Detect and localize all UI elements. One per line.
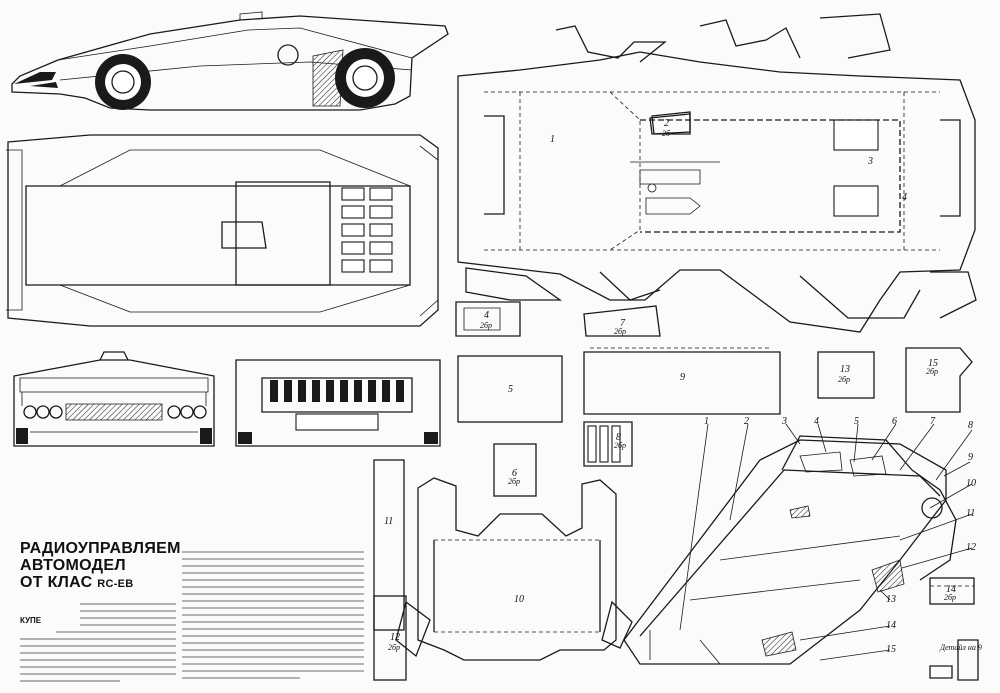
label-part-5: 5	[508, 384, 513, 395]
callout-4: 4	[814, 416, 819, 427]
callout-9: 9	[968, 452, 973, 463]
callout-1: 1	[704, 416, 709, 427]
label-part-8: 8	[616, 432, 621, 443]
title-class-code: RC-EB	[97, 578, 134, 590]
label-part-2: 2	[664, 118, 669, 129]
title-line-1: РАДИОУПРАВЛЯЕМ	[20, 540, 181, 557]
section-heading: КУПЕ	[20, 616, 42, 625]
label-part-3: 3	[867, 156, 873, 167]
label-part-12: 12	[390, 632, 400, 643]
label-part-7-qty: 2бр	[614, 327, 626, 336]
front-view	[13, 351, 215, 447]
small-parts	[373, 111, 979, 681]
label-part-15-qty: 2бр	[926, 367, 938, 376]
callout-14: 14	[886, 620, 896, 631]
label-part-6-qty: 2бр	[508, 477, 520, 486]
callout-11: 11	[966, 508, 975, 519]
label-part-6: 6	[512, 468, 517, 479]
label-part-8-qty: 2бр	[614, 441, 626, 450]
label-part-13: 13	[840, 364, 850, 375]
callout-12: 12	[966, 542, 976, 553]
callout-3: 3	[781, 416, 787, 427]
label-part-2-qty: 2б	[662, 129, 671, 138]
assembly-callouts: 1 2 3 4 5 6 7 8 9 10 11 12 13 14 15	[704, 416, 976, 655]
callout-15: 15	[886, 644, 896, 655]
assembly-view	[623, 423, 973, 665]
title-line-3: ОТ КЛАС	[20, 574, 93, 591]
label-part-12-qty: 2бр	[388, 643, 400, 652]
detail-caption: Детайл на 9	[939, 643, 982, 652]
text-column-1	[158, 560, 178, 561]
callout-13: 13	[886, 594, 896, 605]
article-title: РАДИОУПРАВЛЯЕМ АВТОМОДЕЛ ОТ КЛАС RC-EB	[20, 540, 181, 593]
part-labels: 1 2 2б 4 2бр 7 2бр 5 9 13 2бр 15 2бр 8 2…	[384, 118, 982, 652]
callout-7: 7	[930, 416, 936, 427]
callout-8: 8	[968, 420, 973, 431]
label-part-11: 11	[384, 516, 393, 527]
callout-10: 10	[966, 478, 976, 489]
body-net-part-1	[457, 13, 977, 333]
label-part-14-qty: 2бр	[944, 593, 956, 602]
label-part-4-net: 4	[484, 310, 489, 321]
label-part-4-net-qty: 2бр	[480, 321, 492, 330]
title-line-2: АВТОМОДЕЛ	[20, 557, 126, 574]
label-part-9: 9	[680, 372, 685, 383]
top-view	[6, 134, 439, 327]
callout-2: 2	[744, 416, 749, 427]
side-view	[11, 11, 449, 111]
label-part-15: 15	[928, 358, 938, 369]
rear-view	[235, 359, 441, 447]
label-part-1: 1	[550, 134, 555, 145]
label-part-4: 4	[902, 192, 907, 203]
callout-6: 6	[892, 416, 897, 427]
label-part-14: 14	[946, 584, 956, 595]
label-part-7: 7	[620, 318, 626, 329]
label-part-10: 10	[514, 594, 524, 605]
callout-5: 5	[854, 416, 859, 427]
label-part-13-qty: 2бр	[838, 375, 850, 384]
